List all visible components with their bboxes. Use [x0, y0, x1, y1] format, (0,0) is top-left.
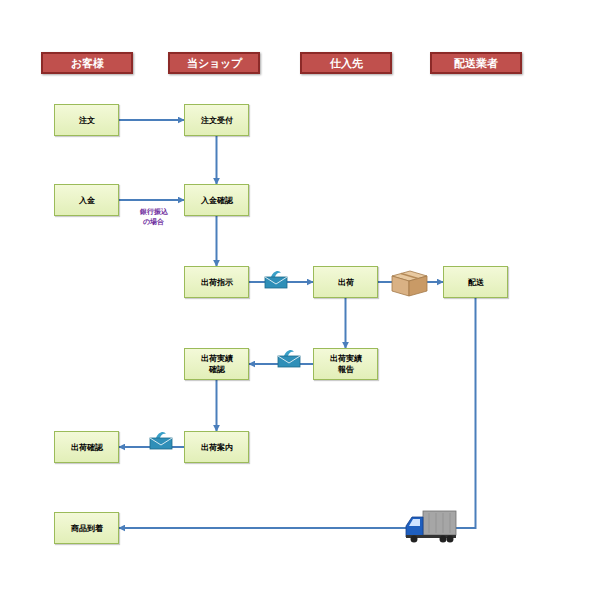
- flow-arrow: [216, 216, 218, 266]
- process-box: 入金: [54, 184, 119, 216]
- process-box: 入金確認: [184, 184, 249, 216]
- process-box: 注文受付: [184, 104, 249, 136]
- email-icon: [265, 271, 287, 288]
- flow-arrow: [378, 281, 443, 283]
- node-text: 当ショップ: [187, 56, 242, 71]
- email-icon: [278, 350, 300, 367]
- process-box: 出荷案内: [184, 431, 249, 463]
- process-box: 注文: [54, 104, 119, 136]
- lane-header: 配送業者: [430, 52, 522, 74]
- flow-arrow: [249, 281, 313, 283]
- node-text: 配送業者: [454, 56, 498, 71]
- node-text: 注文: [79, 115, 95, 126]
- flow-arrow: [216, 136, 218, 184]
- flow-arrow: [119, 446, 184, 448]
- node-text: 仕入先: [330, 56, 363, 71]
- process-box: 配送: [443, 266, 508, 298]
- flow-arrow: [249, 363, 313, 365]
- lane-header: 当ショップ: [168, 52, 260, 74]
- node-text: 出荷実績 確認: [198, 353, 236, 375]
- node-text: 配送: [468, 277, 484, 288]
- lane-header: お客様: [41, 52, 133, 74]
- node-text: 出荷案内: [201, 442, 233, 453]
- flow-arrow: [119, 298, 476, 528]
- flow-arrow: [119, 119, 184, 121]
- node-text: お客様: [71, 56, 104, 71]
- node-text: 出荷: [338, 277, 354, 288]
- process-box: 出荷指示: [184, 266, 249, 298]
- email-icon: [150, 432, 172, 449]
- process-box: 出荷確認: [54, 431, 119, 463]
- lane-header: 仕入先: [300, 52, 392, 74]
- package-icon: [392, 271, 427, 296]
- node-text: 入金: [79, 195, 95, 206]
- process-box: 出荷実績 確認: [184, 348, 249, 380]
- process-box: 出荷実績 報告: [313, 348, 378, 380]
- node-text: 出荷実績 報告: [327, 353, 365, 375]
- truck-icon: [406, 511, 456, 543]
- flow-arrow: [345, 298, 347, 348]
- node-text: 注文受付: [201, 115, 233, 126]
- node-text: 出荷指示: [201, 277, 233, 288]
- process-box: 出荷: [313, 266, 378, 298]
- process-box: 商品到着: [54, 512, 119, 544]
- node-text: 商品到着: [71, 523, 103, 534]
- flow-arrow: [119, 199, 184, 201]
- node-text: 入金確認: [201, 195, 233, 206]
- edge-label: 銀行振込 の場合: [137, 207, 171, 227]
- flow-arrow: [216, 380, 218, 431]
- node-text: 出荷確認: [71, 442, 103, 453]
